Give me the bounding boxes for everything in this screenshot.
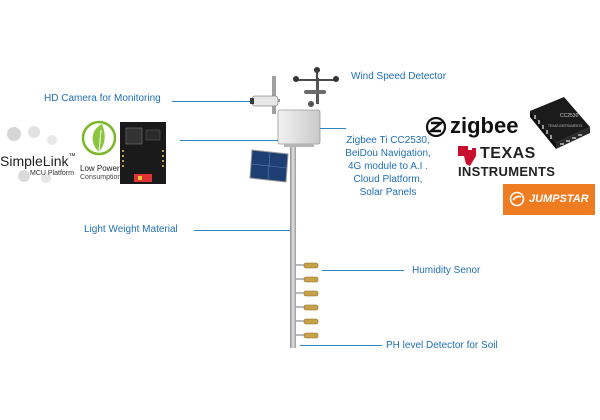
pole — [290, 140, 296, 348]
jumpstar-text: JUMPSTAR — [529, 193, 589, 205]
texas-instruments-icon — [458, 146, 476, 166]
leader-material — [194, 230, 290, 231]
humidity-sensor-probes-icon — [303, 262, 319, 339]
chip-model: CC2530 — [560, 113, 579, 119]
leader-camera — [172, 101, 250, 102]
simplelink-tm: ™ — [68, 153, 76, 160]
cc2530-chip-icon: CC2530 TEXAS INSTRUMENTS — [530, 97, 590, 149]
zigbee-logo: zigbee — [450, 113, 519, 138]
module-line: Cloud Platform, — [353, 174, 423, 185]
label-light-weight-material: Light Weight Material — [84, 224, 178, 235]
low-power-line2: Consumption — [80, 174, 122, 181]
simplelink-subtitle: MCU Platform — [30, 170, 74, 177]
ti-logo-line2: INSTRUMENTS — [458, 164, 556, 179]
ti-logo-line1: TEXAS — [480, 145, 536, 162]
circuit-board-icon — [120, 122, 166, 184]
simplelink-dots-icon — [7, 126, 57, 183]
label-wind-speed-detector: Wind Speed Detector — [351, 71, 447, 82]
simplelink-title: SimpleLink — [0, 153, 69, 169]
jumpstar-swoosh-icon — [509, 191, 525, 207]
zigbee-z-icon — [426, 117, 446, 137]
low-power-leaf-icon — [81, 120, 117, 156]
label-ph-detector: PH level Detector for Soil — [386, 340, 498, 351]
module-line: 4G module to A.I . — [347, 161, 429, 172]
label-modules: Zigbee Ti CC2530, BeiDou Navigation, 4G … — [335, 134, 441, 199]
leader-humidity — [322, 270, 404, 271]
module-line: BeiDou Navigation, — [345, 148, 431, 159]
chip-brand: TEXAS INSTRUMENTS — [548, 124, 582, 128]
mast — [272, 76, 276, 114]
label-hd-camera: HD Camera for Monitoring — [44, 93, 161, 104]
camera-icon — [250, 95, 279, 107]
low-power-line1: Low Power — [80, 164, 120, 173]
module-line: Solar Panels — [359, 187, 417, 198]
module-line: Zigbee Ti CC2530, — [346, 135, 430, 146]
label-humidity-sensor: Humidity Senor — [412, 265, 481, 276]
wind-sensor-icon — [293, 67, 339, 107]
jumpstar-logo: JUMPSTAR — [503, 184, 595, 215]
leader-ph — [300, 345, 382, 346]
simplelink-logo: SimpleLink™ — [0, 153, 75, 169]
enclosure-box-icon — [277, 109, 321, 147]
leader-modules — [180, 140, 278, 141]
leader-box — [320, 128, 346, 129]
solar-panel-icon — [249, 149, 289, 183]
